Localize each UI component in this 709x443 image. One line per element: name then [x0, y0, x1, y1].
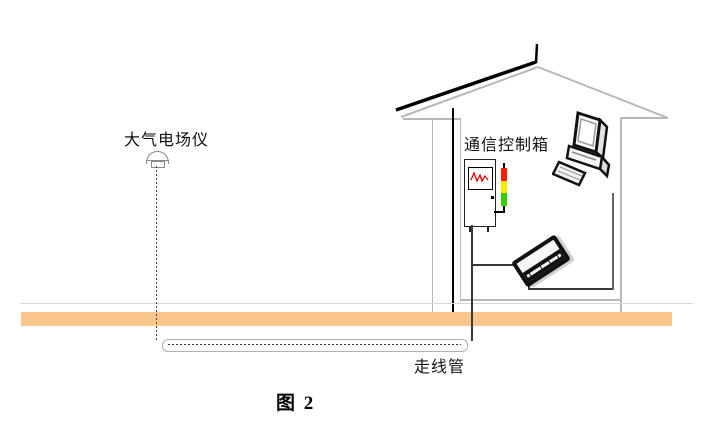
conduit-label: 走线管	[414, 359, 466, 376]
left-wall-outer-line	[432, 119, 433, 318]
figure-caption: 图 2	[276, 393, 316, 414]
field-meter-label: 大气电场仪	[124, 132, 210, 149]
waveform-display-icon	[468, 167, 493, 190]
desktop-computer-icon	[552, 111, 611, 187]
house-floor-line	[460, 299, 621, 301]
signal-tower-stub	[503, 163, 505, 169]
control-box-handle	[491, 196, 494, 199]
cable-computer-drop	[612, 193, 614, 290]
conduit-pipe-icon	[162, 339, 468, 352]
ground-surface-line	[20, 303, 693, 304]
ground-soil-band	[21, 312, 672, 326]
signal-tower-cable	[494, 211, 505, 213]
left-wall-inner-line	[460, 119, 461, 299]
left-wall-accent-line	[452, 108, 454, 320]
right-wall-line	[620, 117, 622, 312]
control-box-leg	[487, 226, 489, 232]
control-box-leg	[469, 226, 471, 232]
conduit-cable-dashed	[168, 344, 461, 345]
right-eave-line	[621, 117, 667, 119]
cable-box-to-switch	[471, 264, 518, 266]
signal-tower-cable	[503, 206, 505, 212]
cable-box-to-conduit	[471, 225, 473, 341]
signal-tower-yellow-lamp	[501, 181, 507, 193]
signal-tower-green-lamp	[501, 193, 507, 206]
control-box-label: 通信控制箱	[464, 137, 550, 154]
cable-switch-to-computer	[528, 288, 614, 290]
dome-sensor-base	[151, 161, 165, 168]
dome-sensor-seam	[146, 160, 169, 161]
sensor-cable-dashed	[156, 166, 157, 341]
network-switch-icon	[508, 231, 571, 288]
signal-tower-red-lamp	[501, 168, 507, 181]
